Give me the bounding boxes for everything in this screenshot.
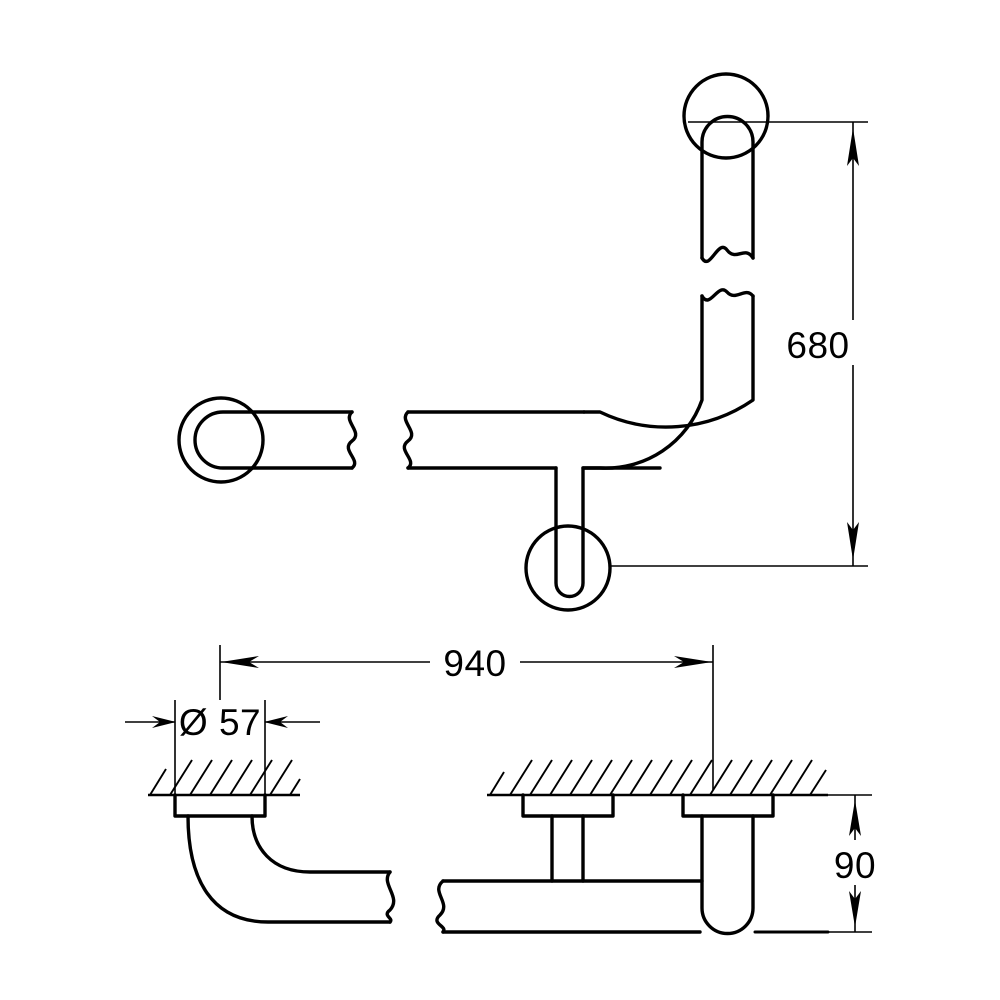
dim-940-arrowhead-right	[674, 656, 712, 668]
right-view-corner-flange	[681, 793, 775, 818]
left-wall-hatching	[149, 759, 301, 796]
dim-57-label-mask	[176, 697, 264, 743]
corner-elbow-outer	[582, 294, 755, 429]
front-elevation-view: 680	[177, 72, 868, 612]
left-flange-rosette-icon	[177, 396, 265, 484]
corner-elbow-inner	[582, 294, 704, 470]
dim-680-arrowhead-bottom	[847, 522, 859, 560]
upper-bar-break-symbol	[700, 245, 755, 263]
lower-leg-break-symbol	[700, 288, 755, 302]
dim-940-label: 940	[443, 643, 506, 684]
dim-680-arrowhead-top	[847, 128, 859, 166]
horizontal-bar-right-break-symbol	[402, 410, 414, 470]
dim-57-label: Ø 57	[179, 702, 261, 743]
dim-940-arrowhead-left	[221, 656, 259, 668]
dim-57-arrowhead-right	[264, 716, 288, 728]
dim-57-arrowhead-left	[152, 716, 176, 728]
left-side-section-view: Ø 57	[125, 697, 396, 924]
horizontal-bar-left	[193, 410, 354, 470]
right-view-bar-break-symbol	[435, 879, 446, 934]
right-side-section-view: 940 90	[219, 643, 876, 936]
right-view-corner-leg	[700, 814, 755, 936]
dim-680-label: 680	[786, 325, 849, 366]
right-wall-hatching	[489, 759, 827, 796]
left-bar-inner-curve	[250, 814, 392, 874]
left-mounting-flange	[173, 793, 267, 818]
left-bar-break-symbol	[385, 870, 396, 924]
right-view-centre-flange	[521, 793, 615, 818]
left-bar-outer-curve	[186, 814, 392, 924]
centre-support-post	[554, 466, 585, 599]
upper-flange-rosette-icon	[682, 72, 770, 160]
dim-90-arrowhead-bottom	[849, 891, 861, 927]
horizontal-bar-left-break-symbol	[346, 410, 358, 470]
dim-90-label: 90	[834, 845, 876, 886]
dim-90-arrowhead-top	[849, 800, 861, 836]
centre-flange-rosette-icon	[524, 524, 612, 612]
upper-vertical-bar	[700, 114, 755, 260]
